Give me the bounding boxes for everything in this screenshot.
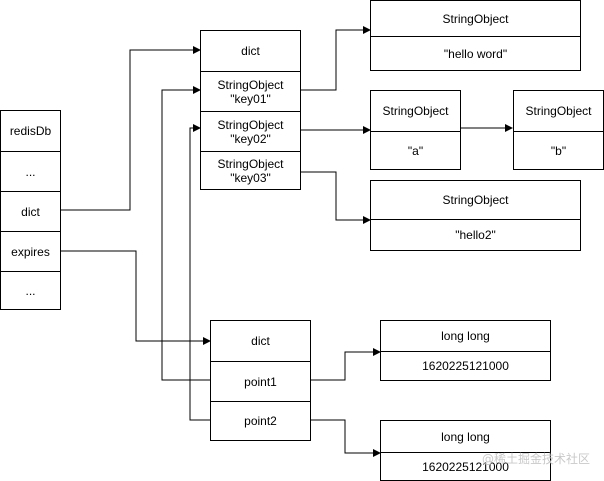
expires-dict-point2: point2 <box>211 401 310 440</box>
arrow-db-dict-to-dict <box>60 46 201 211</box>
expires-dict-title: dict <box>251 334 270 348</box>
expires-dict: dict point1 point2 <box>210 320 311 441</box>
arrow-point2-to-key02 <box>189 124 210 421</box>
expire-value-timestamp: 1620225121000 <box>381 351 550 380</box>
value-type: StringObject <box>382 104 449 118</box>
arrow-point1-to-expire1 <box>310 348 381 381</box>
watermark: @稀土掘金技术社区 <box>481 452 590 466</box>
redisdb-struct: redisDb ... dict expires ... <box>0 110 61 310</box>
value-object-a: StringObject "a" <box>370 90 461 170</box>
value-object-hello-word: StringObject "hello word" <box>370 0 581 71</box>
value-object-b: StringObject "b" <box>513 90 604 170</box>
main-dict: dict StringObject "key01" StringObject "… <box>200 30 301 190</box>
redisdb-field-dict: dict <box>1 191 60 231</box>
expire-value-timestamp: 1620225121000 <box>381 452 550 480</box>
arrow-point1-to-key01 <box>161 86 210 381</box>
value-type: StringObject <box>442 193 509 207</box>
redisdb-field-name: redisDb <box>9 124 52 138</box>
value-text: "hello word" <box>371 36 580 70</box>
value-text: "hello2" <box>371 219 580 250</box>
value-type: StringObject <box>525 104 592 118</box>
redisdb-field-ellipsis-2: ... <box>1 271 60 309</box>
arrow-key01-to-value <box>300 26 371 91</box>
expires-dict-point1: point1 <box>211 361 310 401</box>
value-text: "b" <box>514 131 603 169</box>
redisdb-field-expires: expires <box>1 231 60 271</box>
main-dict-title: dict <box>241 44 260 58</box>
redisdb-field-ellipsis-1: ... <box>1 151 60 191</box>
main-dict-key02: StringObject "key02" <box>201 111 300 151</box>
arrow-point2-to-expire2 <box>310 419 381 457</box>
value-text: "a" <box>371 131 460 169</box>
arrow-db-expires-to-dict <box>60 250 211 345</box>
arrow-key03-to-value <box>300 171 371 224</box>
value-object-hello2: StringObject "hello2" <box>370 180 581 251</box>
main-dict-key03: StringObject "key03" <box>201 151 300 189</box>
expire-value-1: long long 1620225121000 <box>380 320 551 381</box>
main-dict-key01: StringObject "key01" <box>201 71 300 111</box>
expire-value-type: long long <box>441 329 490 343</box>
expire-value-type: long long <box>441 429 490 444</box>
value-type: StringObject <box>442 11 509 26</box>
